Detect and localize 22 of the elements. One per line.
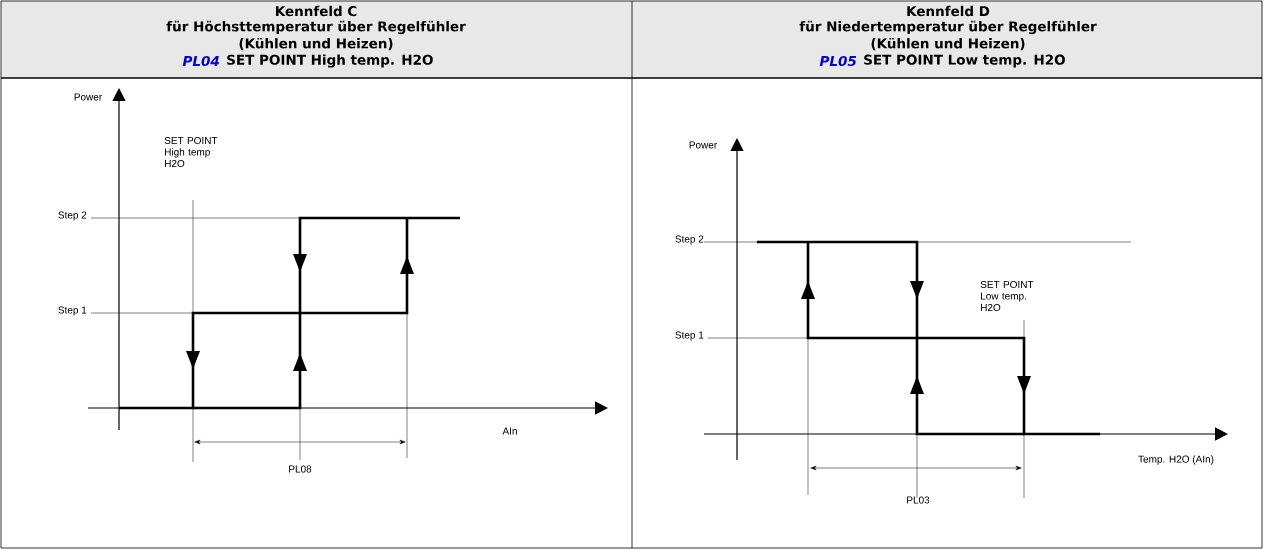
column-heading: SET POINT High temp. H2O [227, 54, 433, 68]
dimension-label: PL08 [289, 465, 312, 473]
step-label: Step 1 [675, 331, 704, 341]
step-label: Step 2 [58, 211, 87, 221]
step-label: Step 1 [58, 306, 87, 316]
column-heading: Kennfeld D [907, 5, 990, 17]
axis-label: Temp. H2O (AIn) [1138, 455, 1214, 465]
axis-label: Power [689, 141, 717, 149]
dimension-label: PL03 [907, 496, 930, 504]
column-heading: für Höchsttemperatur über Regelfühler [166, 20, 466, 35]
step-label: Step 2 [675, 235, 704, 245]
annotation-text: SET POINT Low temp. H2O [980, 280, 1034, 312]
column-heading: Kennfeld C [276, 5, 357, 17]
axis-label: Power [74, 93, 102, 101]
column-heading: (Kühlen und Heizen) [871, 37, 1025, 51]
axis-label: AIn [502, 427, 517, 435]
parameter-code: PL04 [182, 55, 219, 67]
column-heading: SET POINT Low temp. H2O [864, 54, 1065, 68]
parameter-code: PL05 [819, 55, 857, 67]
annotation-text: SET POINT High temp H2O [164, 136, 218, 168]
column-heading: für Niedertemperatur über Regelfühler [799, 20, 1097, 35]
column-heading: (Kühlen und Heizen) [239, 37, 393, 51]
